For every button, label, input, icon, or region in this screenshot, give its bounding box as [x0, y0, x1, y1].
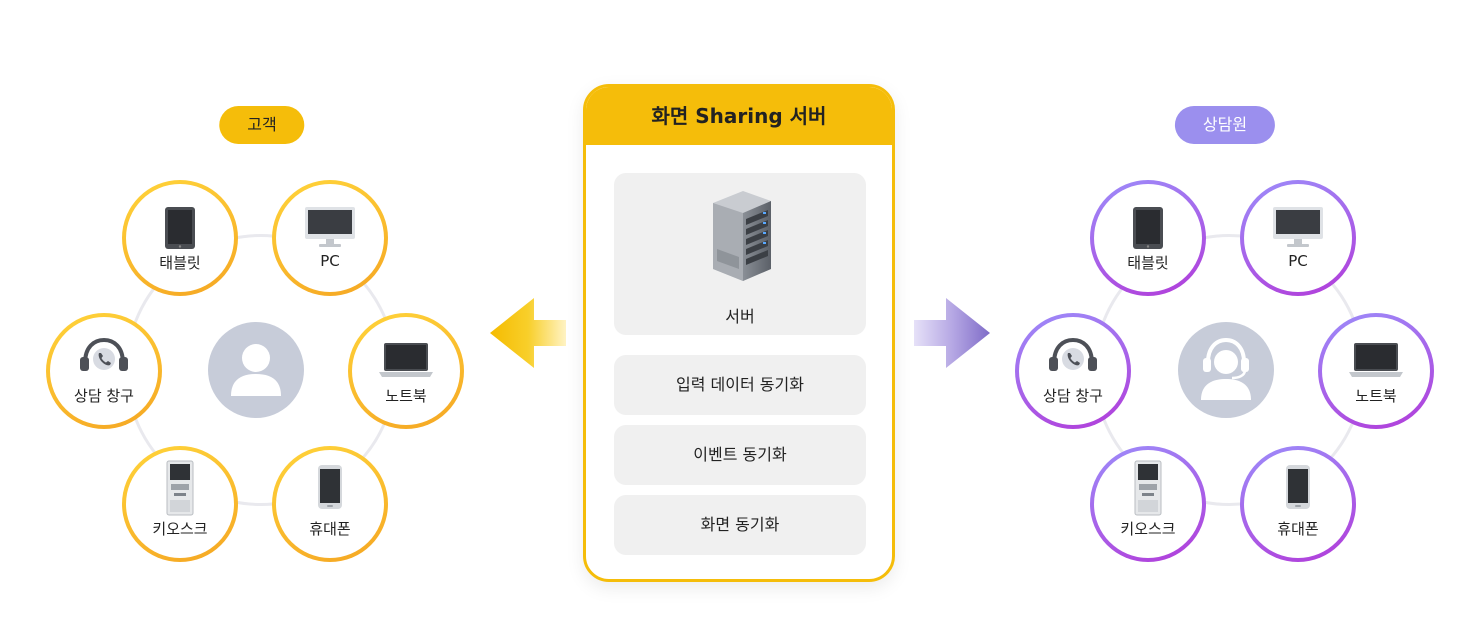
headset-phone-icon: [1049, 337, 1097, 371]
agent-device-phone: 휴대폰: [1240, 446, 1356, 562]
person-icon: [208, 322, 304, 418]
feature-screen-sync: 화면 동기화: [614, 495, 866, 555]
laptop-icon: [379, 343, 433, 377]
agent-device-laptop: 노트북: [1318, 313, 1434, 429]
device-label: 휴대폰: [309, 520, 351, 538]
monitor-icon: [305, 207, 355, 247]
agent-device-tablet: 태블릿: [1090, 180, 1206, 296]
server-label: 서버: [725, 307, 755, 326]
customer-group: 고객 태블릿 PC: [40, 0, 480, 620]
device-label: 상담 창구: [74, 387, 134, 405]
phone-icon: [318, 465, 342, 509]
device-label: 태블릿: [159, 254, 201, 272]
customer-device-consult: 상담 창구: [46, 313, 162, 429]
customer-device-tablet: 태블릿: [122, 180, 238, 296]
device-label: 키오스크: [1120, 520, 1176, 538]
server-rack-icon: [713, 191, 771, 281]
agent-device-consult: 상담 창구: [1015, 313, 1131, 429]
device-label: PC: [1288, 252, 1308, 270]
device-label: 키오스크: [152, 520, 208, 538]
device-label: PC: [320, 252, 340, 270]
arrow-right-icon: [914, 298, 990, 368]
device-label: 태블릿: [1127, 254, 1169, 272]
agent-device-kiosk: 키오스크: [1090, 446, 1206, 562]
customer-label: 고객: [219, 106, 305, 144]
tablet-icon: [1133, 207, 1163, 249]
kiosk-icon: [1134, 460, 1162, 516]
phone-icon: [1286, 465, 1310, 509]
feature-input-sync: 입력 데이터 동기화: [614, 355, 866, 415]
laptop-icon: [1349, 343, 1403, 377]
kiosk-icon: [166, 460, 194, 516]
agent-label: 상담원: [1174, 106, 1276, 144]
agent-device-pc: PC: [1240, 180, 1356, 296]
device-label: 노트북: [385, 387, 427, 405]
feature-event-sync: 이벤트 동기화: [614, 425, 866, 485]
customer-device-kiosk: 키오스크: [122, 446, 238, 562]
server-panel: 화면 Sharing 서버 서버 입력 데이터 동기화 이벤트 동기화: [583, 84, 895, 582]
customer-device-laptop: 노트북: [348, 313, 464, 429]
customer-device-pc: PC: [272, 180, 388, 296]
headset-person-icon: [1178, 322, 1274, 418]
device-label: 상담 창구: [1043, 387, 1103, 405]
server-title: 화면 Sharing 서버: [586, 87, 892, 145]
customer-device-phone: 휴대폰: [272, 446, 388, 562]
tablet-icon: [165, 207, 195, 249]
server-box: 서버: [614, 173, 866, 335]
agent-group: 상담원 태블릿 P: [1008, 0, 1448, 620]
arrow-left-icon: [490, 298, 566, 368]
headset-phone-icon: [80, 337, 128, 371]
monitor-icon: [1273, 207, 1323, 247]
device-label: 노트북: [1355, 387, 1397, 405]
device-label: 휴대폰: [1277, 520, 1319, 538]
